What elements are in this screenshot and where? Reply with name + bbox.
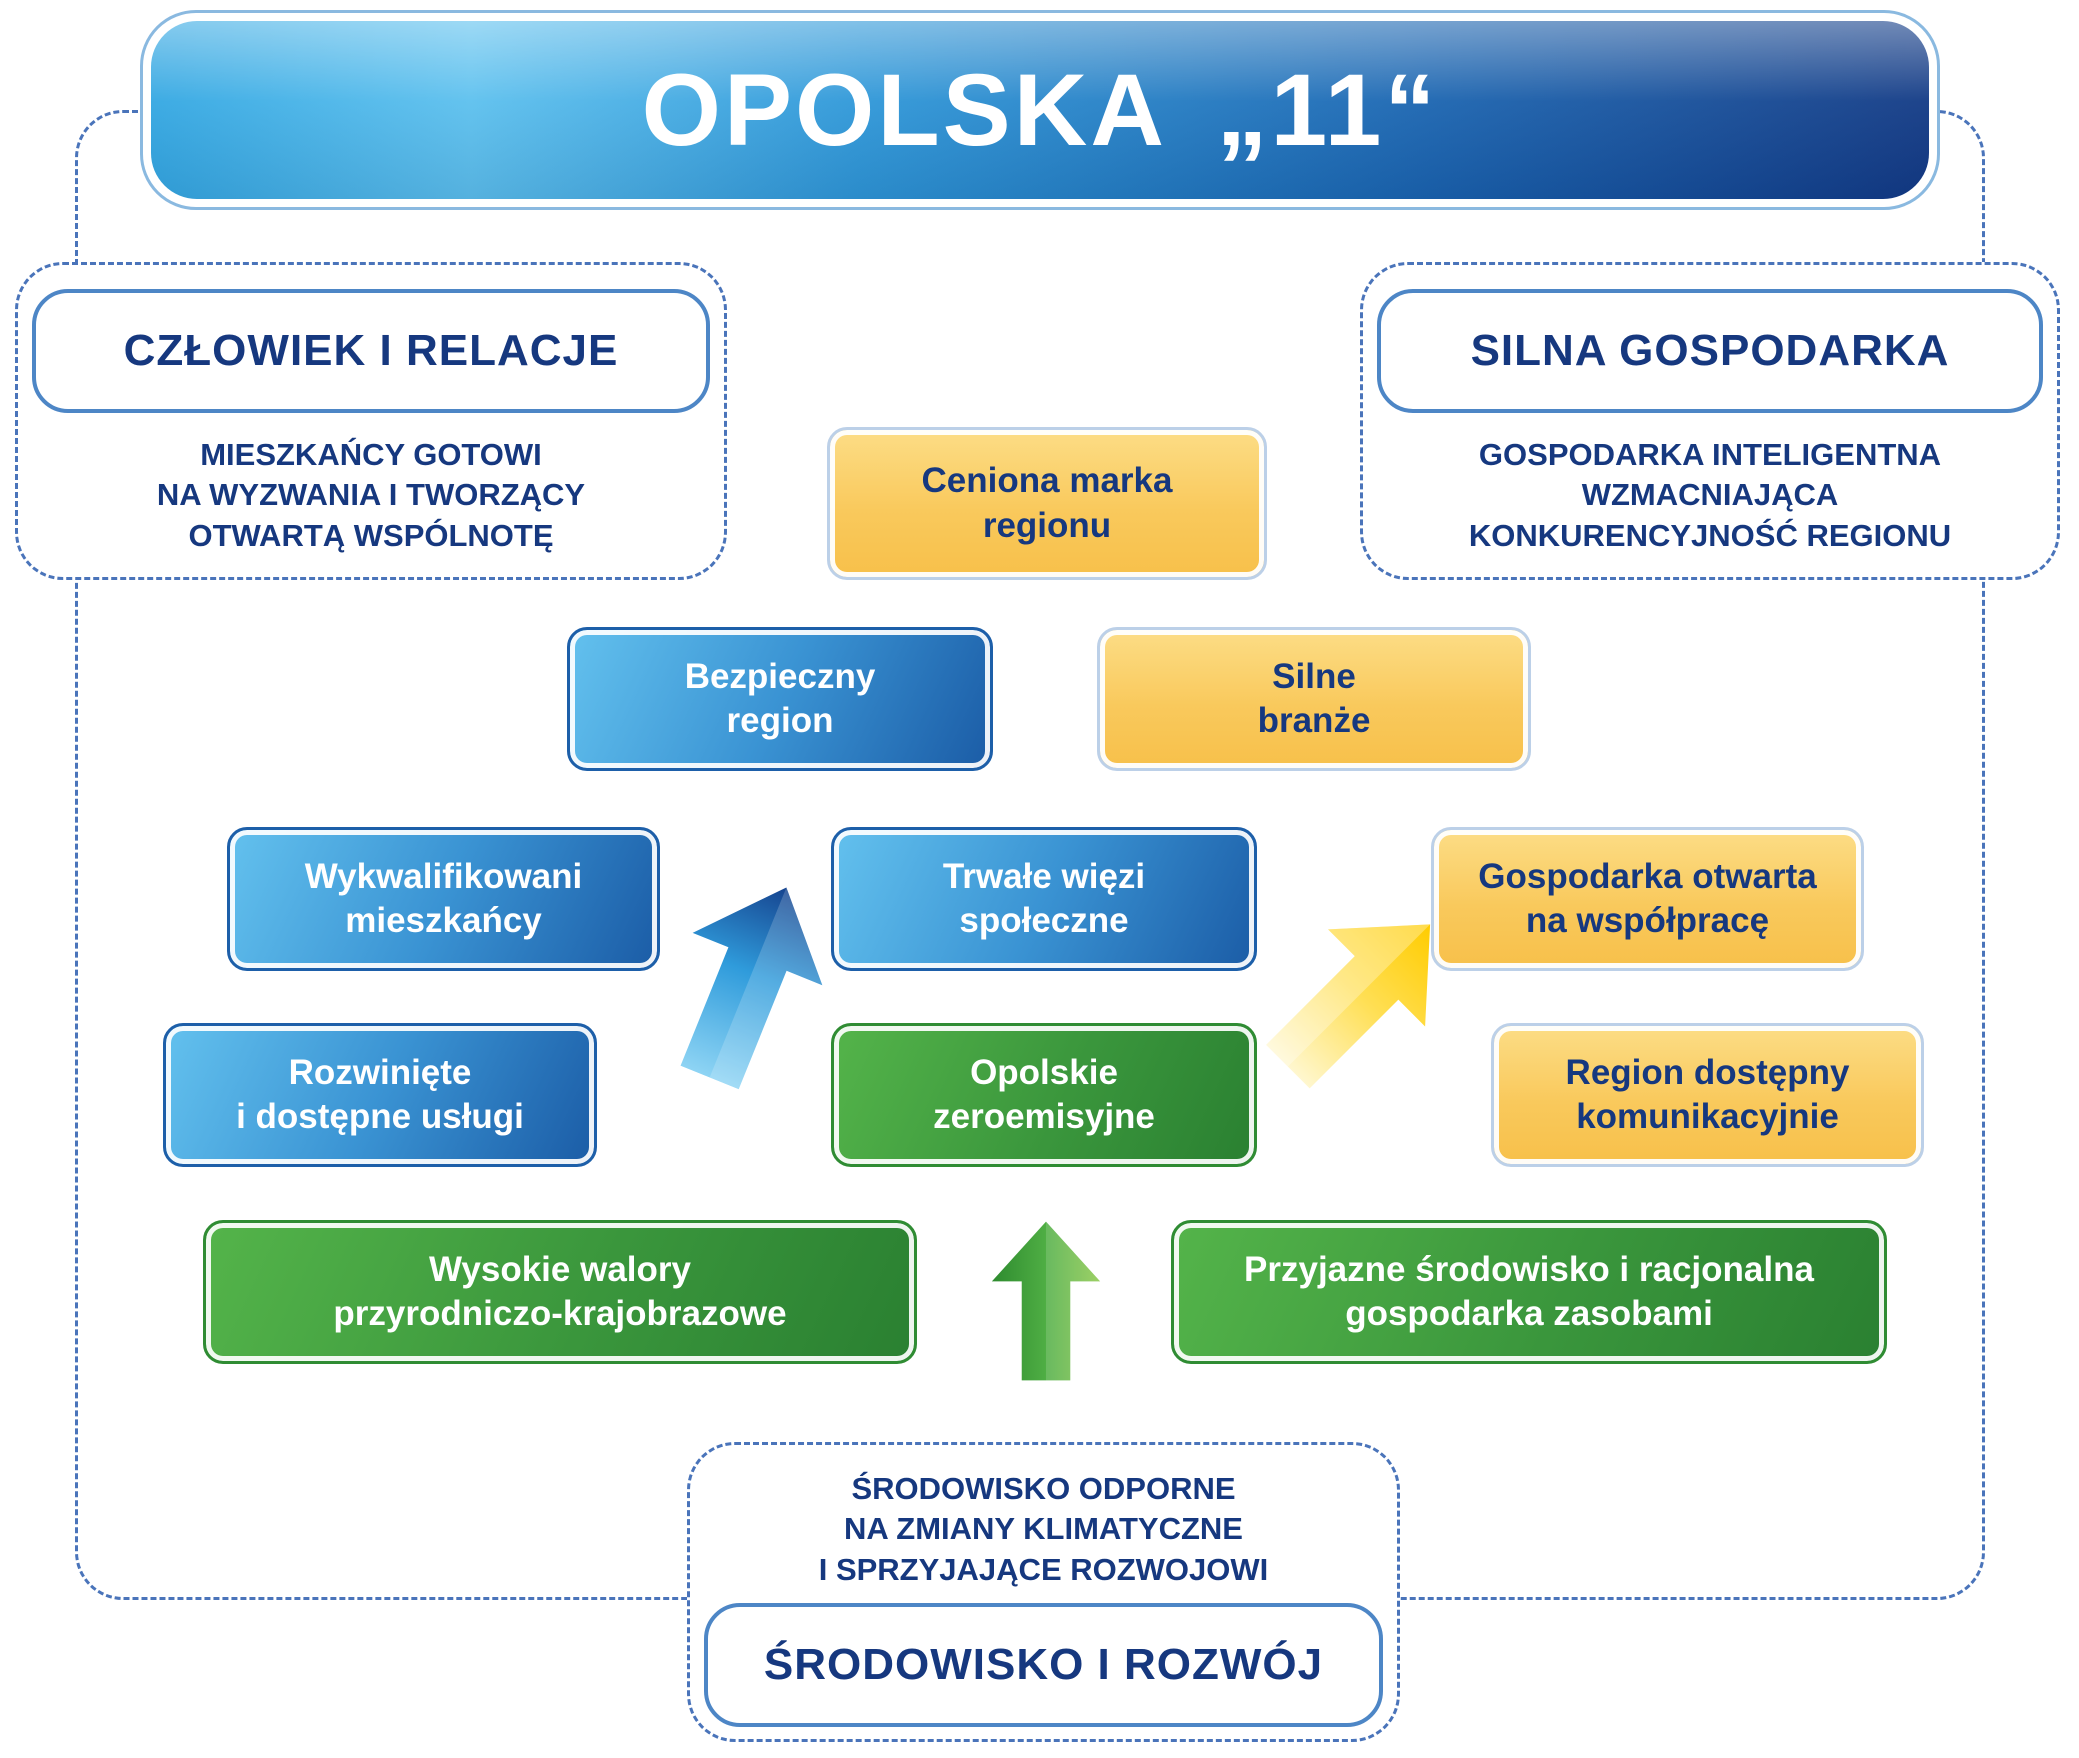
pillar-environment-heading: ŚRODOWISKO I ROZWÓJ bbox=[704, 1603, 1383, 1727]
green-arrow-icon bbox=[990, 1192, 1102, 1410]
title-banner: OPOLSKA „11“ bbox=[140, 10, 1940, 210]
goal-box-wysokie-walory: Wysokie walory przyrodniczo-krajobrazowe bbox=[203, 1220, 917, 1364]
yellow-arrow-icon bbox=[1236, 873, 1481, 1118]
goal-box-ceniona-marka: Ceniona marka regionu bbox=[827, 427, 1267, 580]
pillar-people-heading: CZŁOWIEK I RELACJE bbox=[32, 289, 710, 413]
goal-box-silne-branze: Silne branże bbox=[1097, 627, 1531, 771]
goal-box-region-dostepny: Region dostępny komunikacyjnie bbox=[1491, 1023, 1924, 1167]
goal-box-opolskie-zeroemisyjne: Opolskie zeroemisyjne bbox=[831, 1023, 1257, 1167]
pillar-people-subtitle: MIESZKAŃCY GOTOWI NA WYZWANIA I TWORZĄCY… bbox=[156, 437, 586, 553]
goal-box-przyjazne-srodowisko: Przyjazne środowisko i racjonalna gospod… bbox=[1171, 1220, 1887, 1364]
goal-box-wykwalifikowani-mieszkancy: Wykwalifikowani mieszkańcy bbox=[227, 827, 660, 971]
pillar-economy-region: SILNA GOSPODARKA GOSPODARKA INTELIGENTNA… bbox=[1360, 262, 2060, 580]
title-banner-gradient: OPOLSKA „11“ bbox=[151, 21, 1929, 199]
pillar-environment-region: ŚRODOWISKO ODPORNE NA ZMIANY KLIMATYCZNE… bbox=[687, 1442, 1400, 1742]
goal-box-rozwiniete-uslugi: Rozwinięte i dostępne usługi bbox=[163, 1023, 597, 1167]
page-title: OPOLSKA „11“ bbox=[641, 52, 1439, 167]
blue-arrow-icon bbox=[635, 857, 860, 1107]
goal-box-gospodarka-otwarta: Gospodarka otwarta na współpracę bbox=[1431, 827, 1864, 971]
pillar-economy-heading: SILNA GOSPODARKA bbox=[1377, 289, 2043, 413]
goal-box-trwale-wiezi: Trwałe więzi społeczne bbox=[831, 827, 1257, 971]
pillar-economy-subtitle: GOSPODARKA INTELIGENTNA WZMACNIAJĄCA KON… bbox=[1468, 437, 1952, 553]
goal-box-bezpieczny-region: Bezpieczny region bbox=[567, 627, 993, 771]
pillar-people-region: CZŁOWIEK I RELACJE MIESZKAŃCY GOTOWI NA … bbox=[15, 262, 727, 580]
pillar-environment-subtitle: ŚRODOWISKO ODPORNE NA ZMIANY KLIMATYCZNE… bbox=[818, 1471, 1269, 1587]
